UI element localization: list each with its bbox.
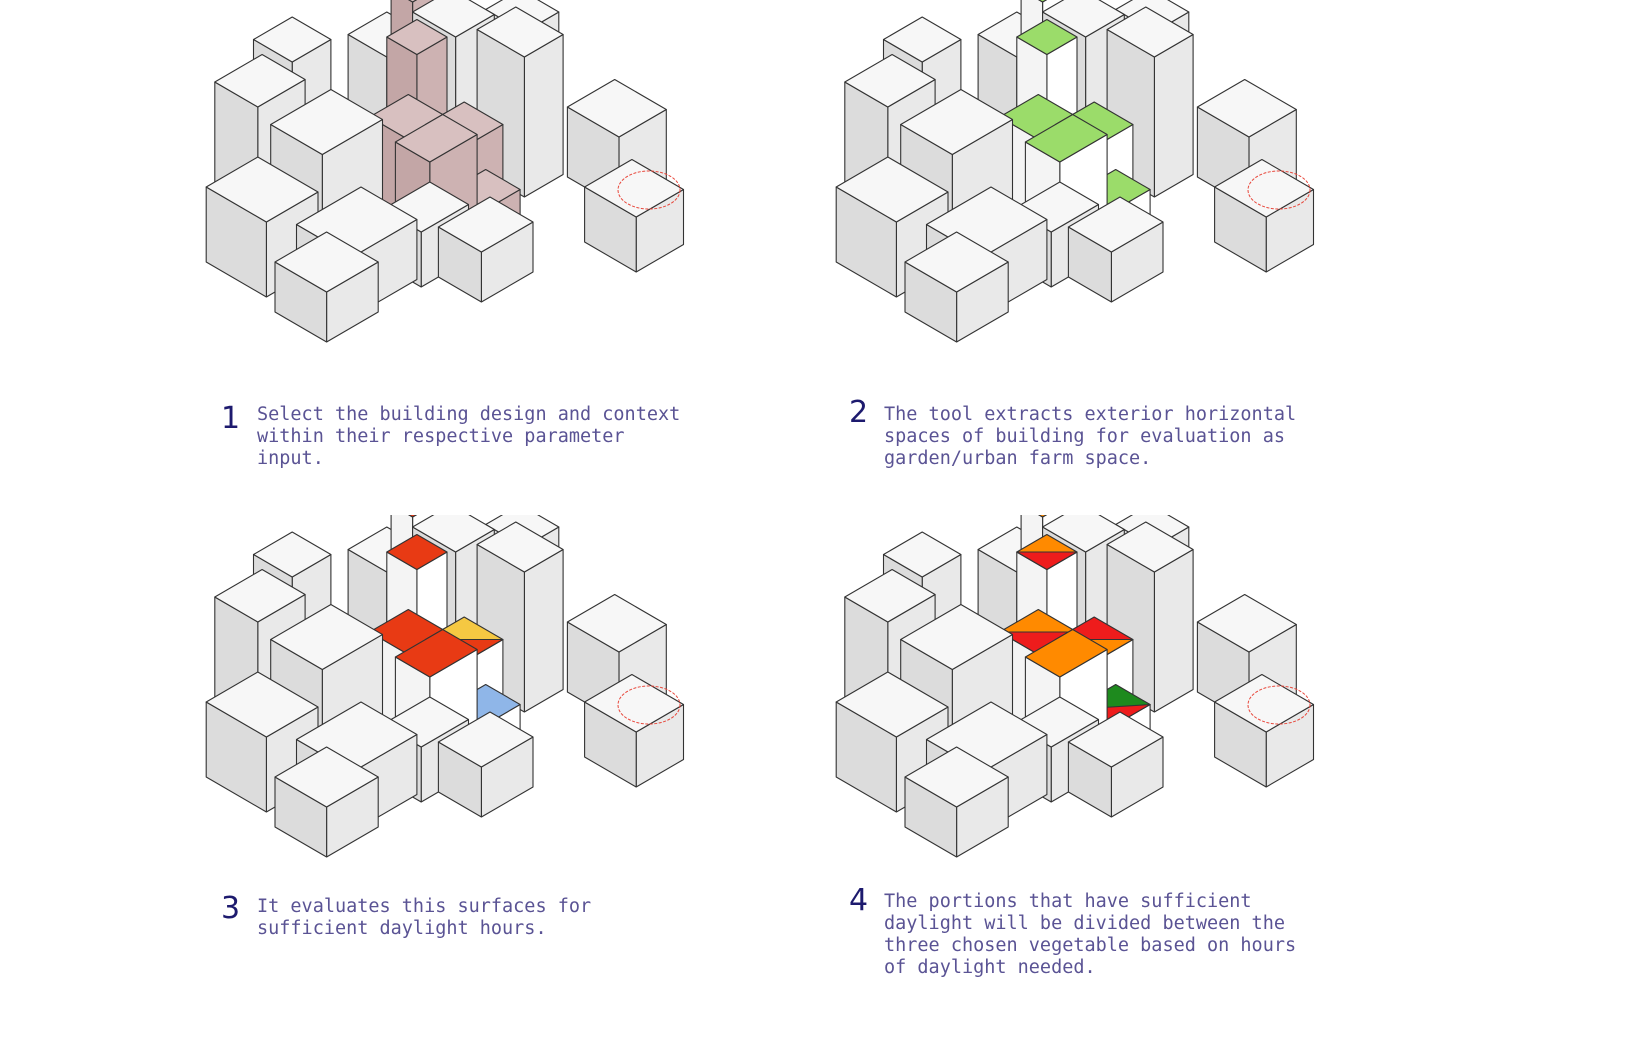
building-block xyxy=(274,746,379,858)
step-description: Select the building design and context w… xyxy=(257,404,681,469)
step-number: 1 xyxy=(221,401,241,436)
step-number: 3 xyxy=(221,891,241,926)
orientation-marker xyxy=(617,170,681,210)
building-block xyxy=(1214,673,1315,788)
orientation-marker xyxy=(617,685,681,725)
step-panel-1: 1 Select the building design and context… xyxy=(0,0,816,528)
step-description: The portions that have sufficient daylig… xyxy=(884,891,1297,978)
step-number: 2 xyxy=(849,395,869,430)
massing-diagram-extracted xyxy=(835,0,1315,343)
building-block xyxy=(584,673,685,788)
building-block xyxy=(437,196,534,303)
step-panel-3: 3 It evaluates this surfaces for suffici… xyxy=(0,515,816,1043)
building-block xyxy=(274,231,379,343)
step-description: The tool extracts exterior horizontal sp… xyxy=(884,404,1297,469)
step-description: It evaluates this surfaces for sufficien… xyxy=(257,896,592,939)
building-block xyxy=(1214,158,1315,273)
building-block xyxy=(1067,196,1164,303)
building-block xyxy=(476,521,564,713)
massing-diagram-vegetable xyxy=(835,515,1315,858)
orientation-marker xyxy=(1247,170,1311,210)
building-block xyxy=(584,158,685,273)
massing-diagram-daylight xyxy=(205,515,685,858)
building-block xyxy=(904,746,1009,858)
massing-diagram-selected xyxy=(205,0,685,343)
building-block xyxy=(437,711,534,818)
building-block xyxy=(904,231,1009,343)
step-panel-4: 4 The portions that have sufficient dayl… xyxy=(630,515,1446,1043)
orientation-marker xyxy=(1247,685,1311,725)
step-panel-2: 2 The tool extracts exterior horizontal … xyxy=(630,0,1446,528)
building-block xyxy=(1067,711,1164,818)
step-number: 4 xyxy=(849,883,869,918)
